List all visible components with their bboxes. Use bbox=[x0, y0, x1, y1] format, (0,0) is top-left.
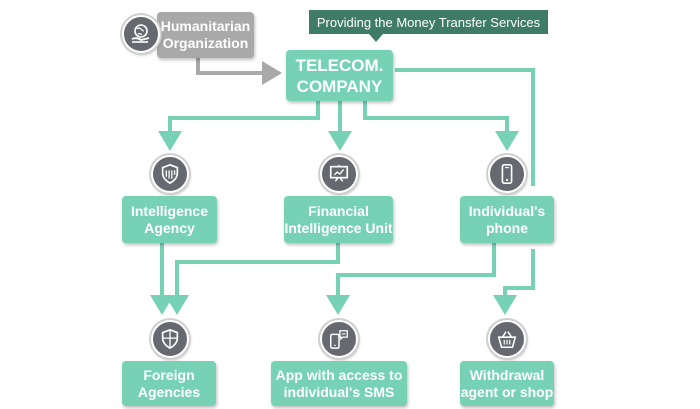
connector-fiu-to-foreign bbox=[165, 243, 340, 315]
withdrawal-agent-node: Withdrawal agent or shop bbox=[460, 361, 554, 406]
individuals-phone-node: Individual's phone bbox=[460, 196, 554, 243]
financial-intelligence-unit-label: Financial Intelligence Unit bbox=[284, 202, 393, 236]
connector-telecom-to-intelligence bbox=[158, 101, 320, 151]
connector-withdrawal-drop bbox=[493, 249, 535, 315]
shopping-basket-icon bbox=[488, 320, 526, 358]
presentation-board-icon bbox=[320, 155, 358, 193]
intelligence-agency-node: Intelligence Agency bbox=[122, 196, 217, 243]
connector-humanitarian-to-telecom bbox=[196, 58, 282, 85]
phone-chat-icon bbox=[320, 320, 358, 358]
foreign-agencies-node: Foreign Agencies bbox=[122, 361, 216, 406]
shield-icon bbox=[151, 155, 189, 193]
connector-telecom-to-withdrawal bbox=[395, 68, 535, 186]
individuals-phone-label: Individual's phone bbox=[468, 202, 546, 236]
smartphone-icon bbox=[488, 155, 526, 193]
financial-intelligence-unit-node: Financial Intelligence Unit bbox=[284, 196, 393, 243]
connector-telecom-to-phone bbox=[363, 101, 519, 151]
app-sms-access-label: App with access to individual's SMS bbox=[275, 366, 403, 400]
telecom-company-node: TELECOM. COMPANY bbox=[286, 50, 393, 101]
foreign-agencies-label: Foreign Agencies bbox=[137, 366, 201, 400]
app-sms-access-node: App with access to individual's SMS bbox=[271, 361, 407, 406]
connector-phone-to-app bbox=[326, 243, 496, 315]
withdrawal-agent-label: Withdrawal agent or shop bbox=[460, 366, 554, 400]
globe-hand-icon bbox=[122, 15, 160, 53]
humanitarian-organization-label: Humanitarian Organization bbox=[160, 18, 251, 51]
humanitarian-organization-node: Humanitarian Organization bbox=[157, 12, 254, 58]
telecom-company-label: TELECOM. COMPANY bbox=[295, 55, 384, 96]
services-banner: Providing the Money Transfer Services bbox=[309, 10, 548, 34]
shield-icon bbox=[151, 320, 189, 358]
services-banner-text: Providing the Money Transfer Services bbox=[316, 14, 541, 30]
intelligence-agency-label: Intelligence Agency bbox=[130, 202, 209, 236]
banner-pointer bbox=[369, 34, 383, 42]
